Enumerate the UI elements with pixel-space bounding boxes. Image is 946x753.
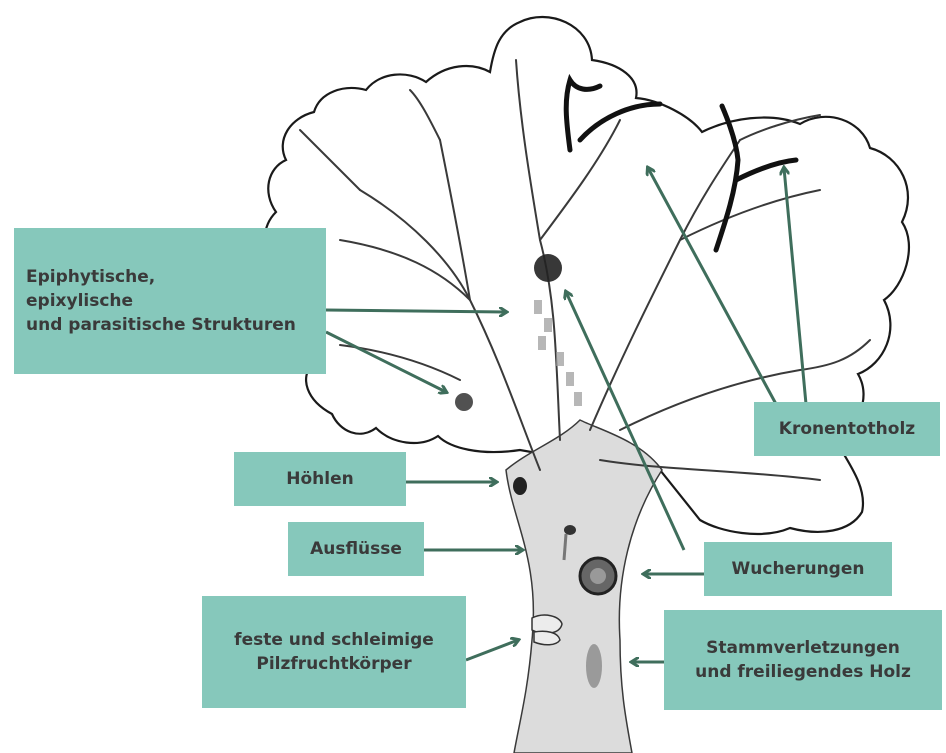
- label-outflows: Ausflüsse: [288, 522, 424, 576]
- cavity: [513, 477, 527, 495]
- label-crown-deadwood-text: Kronentotholz: [779, 417, 915, 441]
- label-fungi-text: feste und schleimige Pilzfruchtkörper: [234, 628, 434, 676]
- label-fungi: feste und schleimige Pilzfruchtkörper: [202, 596, 466, 708]
- label-cavities-text: Höhlen: [286, 467, 353, 491]
- label-stem-injuries: Stammverletzungen und freiliegendes Holz: [664, 610, 942, 710]
- fungus-bracket: [532, 615, 562, 633]
- label-epiphytes-text: Epiphytische, epixylische und parasitisc…: [26, 265, 296, 337]
- exposed-wood: [586, 644, 602, 688]
- label-crown-deadwood: Kronentotholz: [754, 402, 940, 456]
- epiphyte-blob: [534, 254, 562, 282]
- arrow-fungi: [466, 640, 518, 660]
- burl-center: [590, 568, 606, 584]
- arrow-epiphyte-upper: [326, 310, 506, 312]
- label-growths-text: Wucherungen: [732, 557, 865, 581]
- outflow-streak: [564, 534, 566, 560]
- label-growths: Wucherungen: [704, 542, 892, 596]
- label-cavities: Höhlen: [234, 452, 406, 506]
- outflow: [564, 525, 576, 535]
- label-stem-injuries-text: Stammverletzungen und freiliegendes Holz: [695, 636, 911, 684]
- epiphyte-blob: [455, 393, 473, 411]
- label-outflows-text: Ausflüsse: [310, 537, 402, 561]
- label-epiphytes: Epiphytische, epixylische und parasitisc…: [14, 228, 326, 374]
